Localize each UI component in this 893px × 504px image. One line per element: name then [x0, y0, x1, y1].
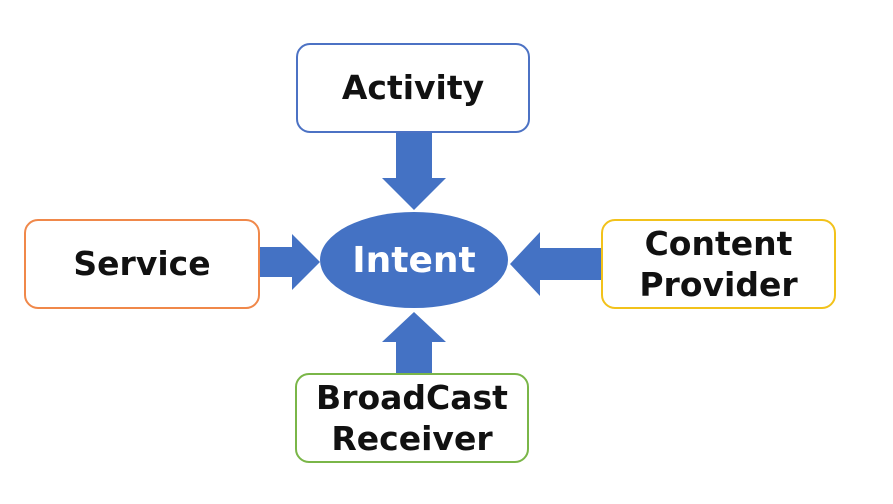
node-broadcast-receiver-line-1: BroadCast: [316, 377, 508, 417]
node-content-provider-line-2: Provider: [639, 265, 798, 304]
intent-hub: [320, 212, 508, 308]
node-activity-label: Activity: [341, 68, 485, 108]
node-broadcast-receiver: BroadCast Receiver: [295, 373, 529, 463]
arrow-broadcast-receiver-to-intent: [382, 312, 446, 373]
node-content-provider-line-1: Content: [644, 223, 793, 263]
arrow-service-to-intent: [259, 234, 320, 290]
node-content-provider: Content Provider: [601, 219, 836, 309]
node-service: Service: [24, 219, 260, 309]
intent-label: Intent: [352, 239, 476, 281]
node-broadcast-receiver-line-2: Receiver: [331, 419, 493, 458]
node-activity: Activity: [296, 43, 530, 133]
arrow-activity-to-intent: [382, 132, 446, 210]
arrow-content-provider-to-intent: [510, 232, 601, 296]
node-service-label: Service: [73, 244, 211, 284]
